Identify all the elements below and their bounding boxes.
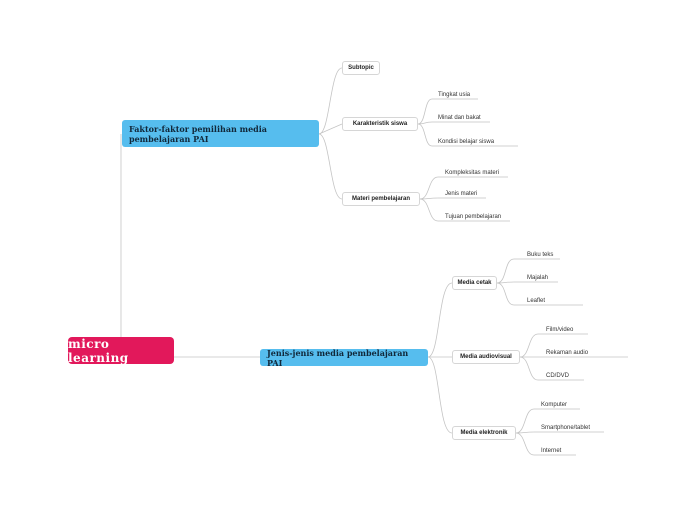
subtopic-label: Karakteristik siswa [352, 121, 408, 127]
leaf-kondisi-belajar[interactable]: Kondisi belajar siswa [438, 139, 495, 145]
leaf-jenis-materi[interactable]: Jenis materi [445, 191, 478, 197]
branch-jenis-media[interactable]: Jenis-jenis media pembelajaran PAI [260, 347, 428, 368]
leaf-internet[interactable]: Internet [541, 448, 562, 454]
branch-faktor-pemilihan[interactable]: Faktor-faktor pemilihan media pembelajar… [122, 120, 319, 147]
leaf-tujuan-pembelajaran[interactable]: Tujuan pembelajaran [445, 214, 502, 220]
leaf-leaflet[interactable]: Leaflet [527, 298, 546, 304]
leaf-cd-dvd[interactable]: CD/DVD [546, 373, 570, 379]
leaf-tingkat-usia[interactable]: Tingkat usia [438, 92, 471, 98]
branch-label: Faktor-faktor pemilihan media pembelajar… [129, 123, 267, 144]
leaf-komputer[interactable]: Komputer [541, 402, 568, 408]
subtopic-label: Media elektronik [460, 430, 508, 436]
leaf-film-video[interactable]: Film/video [546, 327, 574, 333]
subtopic-media-elektronik[interactable]: Media elektronik [452, 426, 516, 440]
subtopic-media-audiovisual[interactable]: Media audiovisual [452, 350, 520, 364]
leaf-buku-teks[interactable]: Buku teks [527, 252, 554, 258]
subtopic-materi-pembelajaran[interactable]: Materi pembelajaran [342, 192, 420, 206]
leaf-rekaman-audio[interactable]: Rekaman audio [546, 350, 589, 356]
leaf-kompleksitas-materi[interactable]: Kompleksitas materi [445, 170, 500, 176]
branch-label: Jenis-jenis media pembelajaran PAI [267, 347, 409, 368]
subtopic-label: Media audiovisual [460, 354, 512, 360]
root-topic[interactable]: micro learning [68, 336, 174, 365]
leaf-majalah[interactable]: Majalah [527, 275, 549, 281]
subtopic-label: Media cetak [457, 280, 492, 286]
subtopic-placeholder[interactable]: Subtopic [342, 61, 380, 75]
subtopic-label: Subtopic [348, 65, 374, 71]
leaf-minat-bakat[interactable]: Minat dan bakat [438, 115, 481, 121]
leaf-smartphone-tablet[interactable]: Smartphone/tablet [541, 425, 591, 431]
root-topic-label: micro learning [68, 336, 129, 365]
subtopic-label: Materi pembelajaran [351, 196, 411, 202]
subtopic-karakteristik-siswa[interactable]: Karakteristik siswa [342, 117, 418, 131]
subtopic-media-cetak[interactable]: Media cetak [452, 276, 497, 290]
